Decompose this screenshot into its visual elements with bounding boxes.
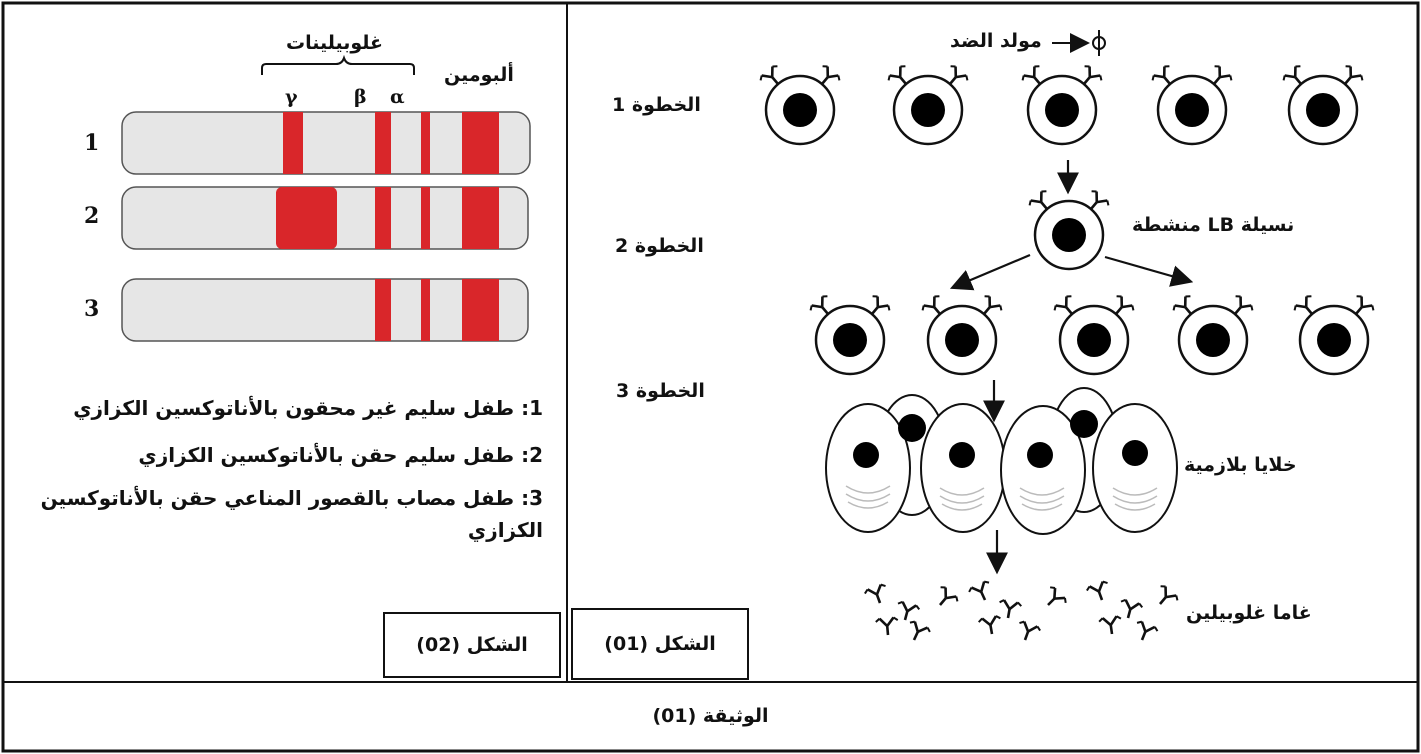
beta-label: β [354, 86, 367, 108]
lymphocyte-cell-icon [1293, 294, 1376, 374]
albumin-band [462, 112, 499, 174]
lymphocyte-cell-icon [759, 64, 842, 144]
plasma-er [845, 485, 1158, 511]
legend-item-3: 3: طفل مصاب بالقصور المناعي حقن بالأناتو… [40, 486, 543, 510]
lymphocyte-cell-icon [1282, 64, 1365, 144]
beta-band [375, 279, 391, 341]
step1-cells [759, 64, 1365, 144]
step-3-label: الخطوة 3 [616, 380, 705, 402]
electrophoresis-strip-1 [121, 111, 531, 175]
document-caption: الوثيقة (01) [652, 705, 769, 727]
plasma-cell-icon [825, 403, 911, 533]
free-antibodies [862, 578, 1181, 646]
gamma-band [283, 112, 303, 174]
albumin-label: ألبومين [444, 64, 514, 86]
lymphocyte-cell-icon [1053, 294, 1136, 374]
alpha-label: α [390, 86, 405, 108]
lymphocyte-cell-icon [809, 294, 892, 374]
legend-item-3-cont: الكزازي [467, 518, 543, 542]
row-number-1: 1 [84, 130, 100, 156]
figure1-caption: الشكل (01) [604, 633, 716, 655]
row-number-3: 3 [84, 296, 100, 322]
step-2-label: الخطوة 2 [615, 235, 704, 257]
beta-band [375, 187, 391, 249]
gamma-band [276, 187, 337, 249]
activated-clone-label: نسيلة LB منشطة [1132, 214, 1295, 236]
figure1-caption-box [571, 608, 749, 680]
globulin-bracket [261, 54, 415, 75]
alpha-band [421, 112, 430, 174]
plasma-cell-icon [1000, 405, 1086, 535]
antigen-label: مولد الضد [950, 30, 1042, 52]
plasma-cell-icon [920, 403, 1006, 533]
gamma-globulin-label: غاما غلوبيلين [1186, 602, 1312, 624]
lymphocyte-cell-icon [1021, 64, 1104, 144]
lymphocyte-cell-icon [921, 294, 1004, 374]
albumin-band [462, 279, 499, 341]
arrow-icon [949, 253, 1031, 291]
plasma-cell-icon [1092, 403, 1178, 533]
plasma-cells-label: خلايا بلازمية [1184, 454, 1297, 476]
legend-item-1: 1: طفل سليم غير محقون بالأناتوكسين الكزا… [73, 396, 543, 420]
electrophoresis-strip-2 [121, 186, 529, 250]
arrow-icon [1104, 255, 1194, 287]
step-1-label: الخطوة 1 [612, 94, 701, 116]
albumin-band [462, 187, 499, 249]
figure2-caption-box [383, 612, 561, 678]
row-number-2: 2 [84, 203, 100, 229]
beta-band [375, 112, 391, 174]
lymphocyte-cell-icon [1151, 64, 1234, 144]
alpha-band [421, 279, 430, 341]
plasma-nuclei [853, 410, 1148, 468]
electrophoresis-strip-3 [121, 278, 529, 342]
activated-lb-cell-icon [1028, 189, 1111, 269]
alpha-band [421, 187, 430, 249]
clone-cells [809, 294, 1376, 374]
figure2-caption: الشكل (02) [416, 634, 528, 656]
plasma-cells [825, 387, 1178, 535]
antigen-icon [1092, 30, 1106, 56]
gamma-label: γ [285, 86, 298, 108]
legend-item-2: 2: طفل سليم حقن بالأناتوكسين الكزازي [138, 443, 543, 467]
lymphocyte-cell-icon [1172, 294, 1255, 374]
globulins-label: غلوبيلينات [286, 32, 384, 54]
lymphocyte-cell-icon [887, 64, 970, 144]
